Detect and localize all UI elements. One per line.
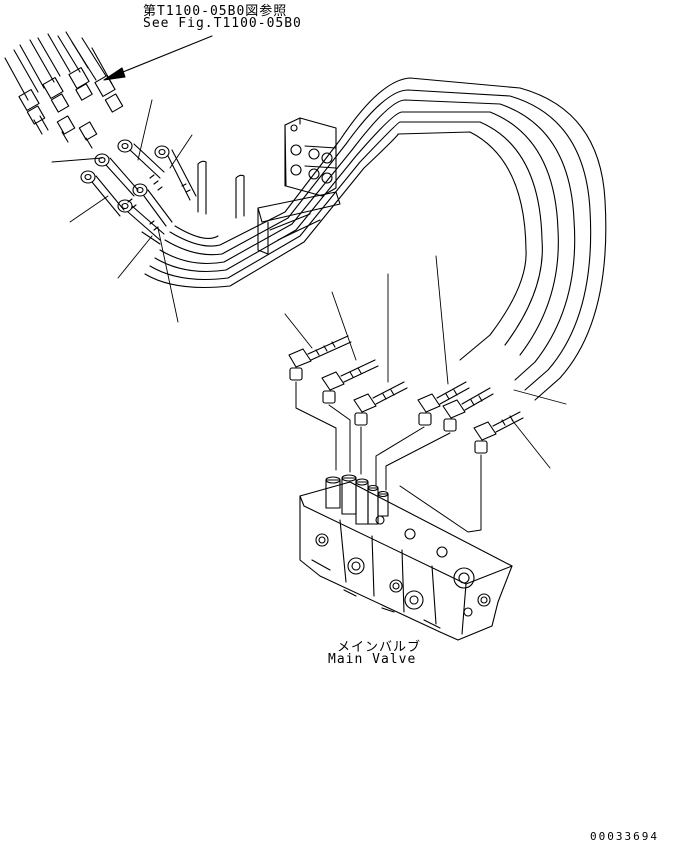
vertical-pipe-stubs <box>198 161 244 218</box>
reference-arrow <box>104 36 212 80</box>
hose-end-fittings <box>19 68 123 148</box>
tube-clamp-bracket <box>258 118 340 254</box>
tube-fittings-upper-left <box>81 140 196 240</box>
reference-fig-jp: 第T1100-05B0図参照 <box>143 4 288 19</box>
reference-fig-en: See Fig.T1100-05B0 <box>143 16 302 31</box>
drawing-number: 00033694 <box>590 830 659 843</box>
leader-lines <box>52 100 566 468</box>
main-valve-body <box>300 475 512 640</box>
hydraulic-tube-bundle <box>142 78 606 400</box>
pilot-lines <box>296 382 481 532</box>
elbow-fittings <box>289 336 523 453</box>
main-valve-label-en: Main Valve <box>328 652 417 667</box>
supply-hoses <box>5 32 112 100</box>
main-valve-label-jp: メインバルブ <box>337 640 422 655</box>
